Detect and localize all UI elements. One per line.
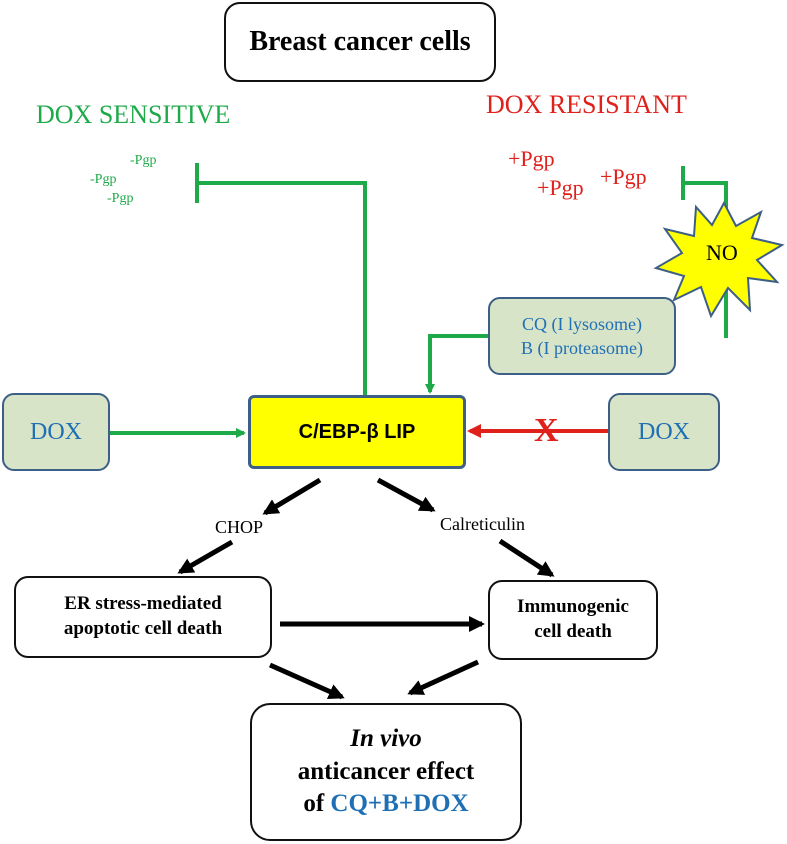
inhibitor-box: CQ (I lysosome) B (I proteasome): [488, 297, 676, 375]
pgp-positive-label-2: +Pgp: [537, 175, 584, 200]
pgp-negative-label-1: -Pgp: [130, 153, 157, 168]
arrow-lip-to-chop: [262, 477, 322, 516]
immunogenic-line-2: cell death: [534, 621, 612, 642]
effect-line-in-vivo: In vivo: [350, 725, 422, 753]
title-box: Breast cancer cells: [224, 2, 496, 82]
no-burst-label: NO: [706, 240, 738, 265]
pgp-negative-label-2: -Pgp: [90, 172, 117, 187]
title-text: Breast cancer cells: [249, 26, 471, 57]
calreticulin-label: Calreticulin: [440, 514, 525, 534]
arrow-chop-to-er: [177, 539, 234, 575]
inhibitor-line-proteasome: B (I proteasome): [521, 338, 643, 358]
effect-line-anticancer: anticancer effect: [297, 757, 475, 785]
blocked-mark: X: [534, 412, 559, 449]
arrow-calreticulin-to-immuno: [498, 538, 555, 578]
immunogenic-line-1: Immunogenic: [517, 596, 629, 618]
pgp-positive-label-1: +Pgp: [508, 146, 555, 171]
chop-label: CHOP: [215, 517, 264, 537]
arrow-inhibitor-to-lip: [425, 334, 488, 394]
arrow-er-to-effect: [268, 662, 345, 700]
dox-right-box: DOX: [608, 393, 720, 471]
arrow-immuno-to-effect: [407, 659, 480, 696]
effect-line-prefix: of: [303, 790, 331, 818]
immunogenic-box: Immunogenic cell death: [488, 580, 658, 660]
cebp-lip-label: C/EBP-β LIP: [298, 420, 416, 443]
dox-left-box: DOX: [2, 393, 110, 471]
no-burst-shape: [653, 200, 785, 319]
inhibition-line-sensitive: [197, 181, 367, 395]
er-stress-line-2: apoptotic cell death: [63, 618, 223, 639]
effect-line-combination: of CQ+B+DOX: [303, 788, 468, 821]
er-stress-box: ER stress-mediated apoptotic cell death: [14, 576, 272, 658]
dox-sensitive-heading: DOX SENSITIVE: [36, 100, 231, 129]
effect-combination-highlight: CQ+B+DOX: [330, 790, 469, 818]
dox-left-label: DOX: [30, 418, 82, 445]
anticancer-effect-box: In vivo anticancer effect of CQ+B+DOX: [250, 703, 522, 841]
pgp-positive-label-3: +Pgp: [600, 164, 647, 189]
dox-resistant-heading: DOX RESISTANT: [486, 90, 687, 119]
cebp-lip-box: C/EBP-β LIP: [248, 395, 466, 469]
er-stress-line-1: ER stress-mediated: [64, 593, 222, 615]
inhibitor-line-lysosome: CQ (I lysosome): [522, 313, 642, 334]
pgp-negative-label-3: -Pgp: [107, 191, 134, 206]
dox-right-label: DOX: [638, 418, 690, 445]
arrow-lip-to-calreticulin: [376, 477, 436, 513]
